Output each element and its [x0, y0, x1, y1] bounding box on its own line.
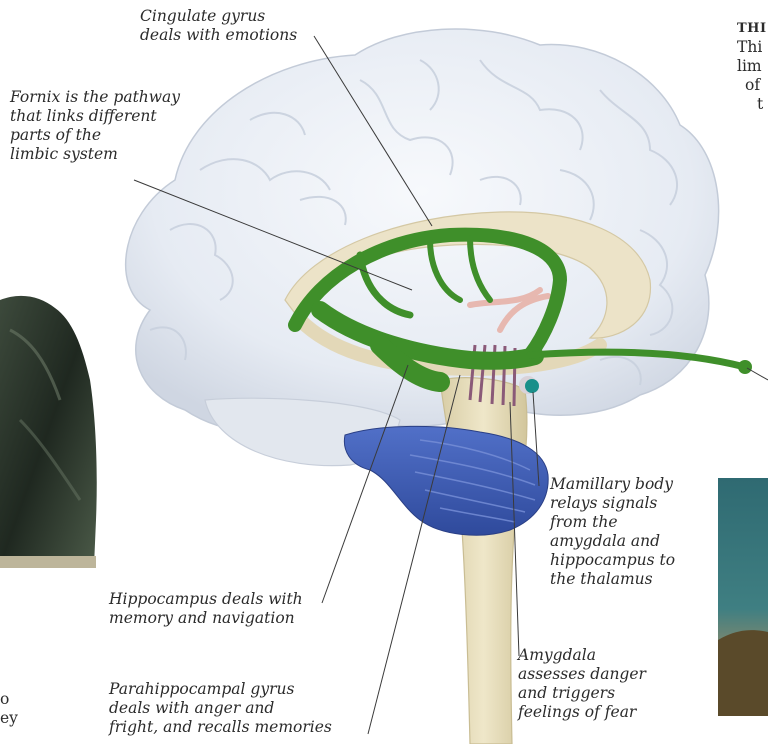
label-line: that links different [10, 107, 180, 126]
label-line: limbic system [10, 145, 180, 164]
right-side-text-fragment: THI Thi lim of t [737, 19, 767, 114]
fragment-line: THI [737, 19, 767, 38]
olfactory-leader [747, 368, 768, 380]
cingulate-gyrus-label: Cingulate gyrus deals with emotions [140, 7, 297, 45]
cerebellum-detail [344, 426, 548, 535]
label-line: parts of the [10, 126, 180, 145]
amygdala [525, 379, 539, 393]
amygdala-label: Amygdala assesses danger and triggers fe… [518, 646, 646, 722]
label-line: hippocampus to [550, 551, 675, 570]
label-line: fright, and recalls memories [109, 718, 332, 737]
parahippocampal-gyrus-label: Parahippocampal gyrus deals with anger a… [109, 680, 332, 737]
fragment-line: t [737, 95, 767, 114]
label-line: amygdala and [550, 532, 675, 551]
label-line: Fornix is the pathway [10, 88, 180, 107]
label-line: assesses danger [518, 665, 646, 684]
label-line: deals with anger and [109, 699, 332, 718]
landscape-painting [718, 478, 768, 716]
mamillary-body-label: Mamillary body relays signals from the a… [550, 475, 675, 589]
label-line: deals with emotions [140, 26, 297, 45]
label-line: feelings of fear [518, 703, 646, 722]
hippocampus-label: Hippocampus deals with memory and naviga… [109, 590, 303, 628]
fragment-line: ey [0, 709, 18, 728]
fragment-line: lim [737, 57, 767, 76]
left-side-text-fragment: o ey [0, 690, 18, 728]
label-line: memory and navigation [109, 609, 303, 628]
label-line: Cingulate gyrus [140, 7, 297, 26]
label-line: relays signals [550, 494, 675, 513]
label-line: Mamillary body [550, 475, 675, 494]
fragment-line: o [0, 690, 18, 709]
label-line: from the [550, 513, 675, 532]
fornix-label: Fornix is the pathway that links differe… [10, 88, 180, 164]
label-line: Parahippocampal gyrus [109, 680, 332, 699]
label-line: Amygdala [518, 646, 646, 665]
label-line: the thalamus [550, 570, 675, 589]
rock-sculpture-photo [0, 296, 97, 568]
label-line: and triggers [518, 684, 646, 703]
label-line: Hippocampus deals with [109, 590, 303, 609]
fragment-line: Thi [737, 38, 767, 57]
olfactory-bulb [738, 360, 752, 374]
fragment-line: of [737, 76, 767, 95]
